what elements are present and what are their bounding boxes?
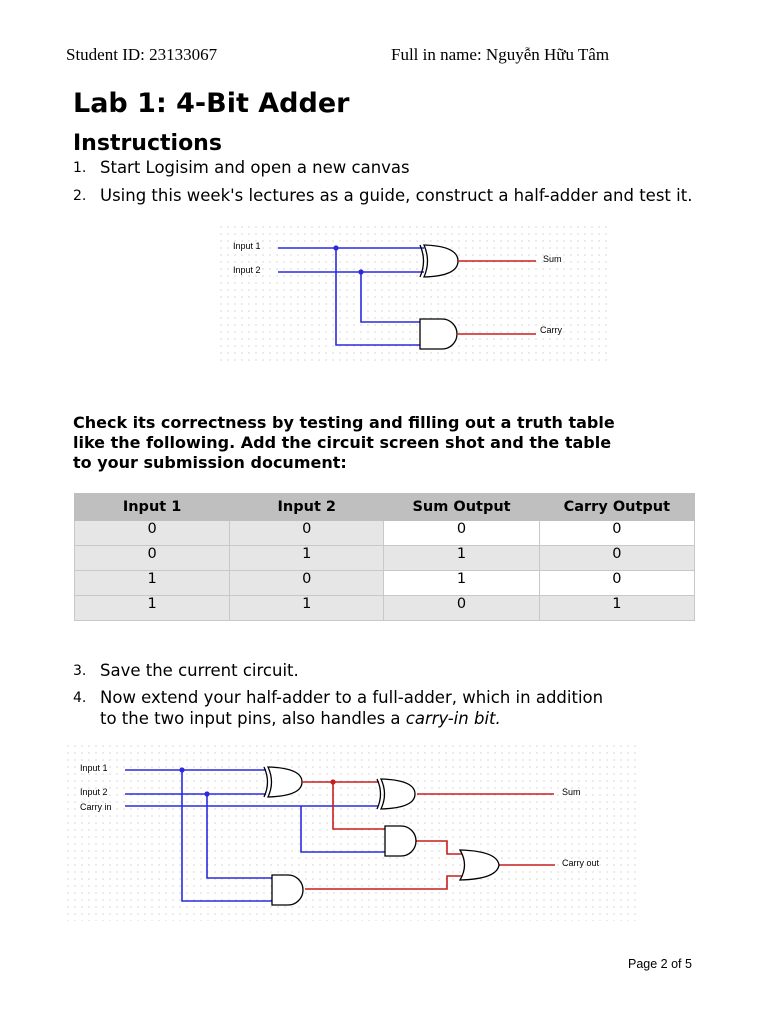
- section-heading: Instructions: [73, 131, 222, 156]
- half-adder-circuit: Input 1 Input 2 Sum Carry: [220, 226, 608, 366]
- step-number: 3.: [73, 663, 87, 679]
- table-row: 0 0 0 0: [73, 520, 696, 546]
- and-gate: [384, 825, 417, 857]
- carry-out-label: Carry out: [562, 858, 600, 868]
- column-header: Sum Output: [383, 493, 540, 521]
- xor-gate: [263, 766, 303, 798]
- table-cell: 1: [383, 570, 540, 596]
- input2-label: Input 2: [80, 787, 108, 797]
- step-number: 4.: [73, 690, 87, 706]
- junction-dot: [358, 269, 364, 275]
- step-number: 1.: [73, 160, 87, 176]
- input-wires: [125, 769, 385, 902]
- table-row: 0 1 1 0: [73, 545, 696, 571]
- table-cell: 0: [383, 595, 540, 621]
- junction-dot: [333, 245, 339, 251]
- full-adder-circuit: Input 1 Input 2 Carry in Sum Carry out: [67, 745, 639, 921]
- table-cell: 1: [538, 595, 696, 621]
- table-cell: 0: [538, 545, 696, 571]
- or-gate: [458, 849, 500, 881]
- table-header-row: Input 1 Input 2 Sum Output Carry Output: [73, 493, 696, 521]
- table-cell: 1: [383, 545, 540, 571]
- output-wires: [457, 260, 536, 335]
- step-text-prefix: to the two input pins, also handles a: [100, 709, 406, 728]
- table-cell: 0: [538, 520, 696, 546]
- junction-dot: [204, 791, 210, 797]
- and-gate: [419, 318, 458, 350]
- xor-gate: [419, 244, 459, 278]
- step-text: Save the current circuit.: [100, 661, 299, 680]
- column-header: Carry Output: [538, 493, 696, 521]
- input1-label: Input 1: [80, 763, 108, 773]
- table-cell: 0: [538, 570, 696, 596]
- table-cell: 0: [229, 570, 385, 596]
- column-header: Input 1: [73, 493, 231, 521]
- table-row: 1 1 0 1: [73, 595, 696, 621]
- input-wires: [278, 247, 424, 346]
- input2-label: Input 2: [233, 265, 261, 275]
- truth-table: Input 1 Input 2 Sum Output Carry Output …: [73, 493, 696, 621]
- input1-label: Input 1: [233, 241, 261, 251]
- carry-in-label: Carry in: [80, 802, 112, 812]
- step-text: Using this week's lectures as a guide, c…: [100, 186, 693, 205]
- xor-gate: [376, 778, 416, 810]
- step-number: 2.: [73, 188, 87, 204]
- sum-label: Sum: [562, 787, 581, 797]
- column-header: Input 2: [229, 493, 385, 521]
- junction-dot: [179, 767, 185, 773]
- page-number: Page 2 of 5: [628, 957, 692, 971]
- table-cell: 0: [73, 545, 231, 571]
- student-id: Student ID: 23133067: [66, 45, 218, 64]
- step-text: Start Logisim and open a new canvas: [100, 158, 410, 177]
- check-text-line: like the following. Add the circuit scre…: [73, 433, 612, 452]
- check-text-line: Check its correctness by testing and fil…: [73, 413, 615, 432]
- step-text: to the two input pins, also handles a ca…: [100, 708, 501, 729]
- table-cell: 0: [73, 520, 231, 546]
- table-cell: 1: [73, 570, 231, 596]
- sum-label: Sum: [543, 254, 562, 264]
- junction-dot: [330, 779, 336, 785]
- table-cell: 1: [229, 595, 385, 621]
- carry-label: Carry: [540, 325, 562, 335]
- table-cell: 0: [383, 520, 540, 546]
- check-text-line: to your submission document:: [73, 453, 347, 472]
- table-cell: 1: [229, 545, 385, 571]
- table-cell: 0: [229, 520, 385, 546]
- page-title: Lab 1: 4-Bit Adder: [73, 88, 350, 119]
- table-row: 1 0 1 0: [73, 570, 696, 596]
- table-cell: 1: [73, 595, 231, 621]
- output-wires: [302, 781, 555, 890]
- student-name: Full in name: Nguyễn Hữu Tâm: [391, 45, 610, 64]
- and-gate: [271, 874, 304, 906]
- step-text-italic: carry-in bit.: [405, 709, 501, 728]
- step-text: Now extend your half-adder to a full-add…: [100, 688, 604, 707]
